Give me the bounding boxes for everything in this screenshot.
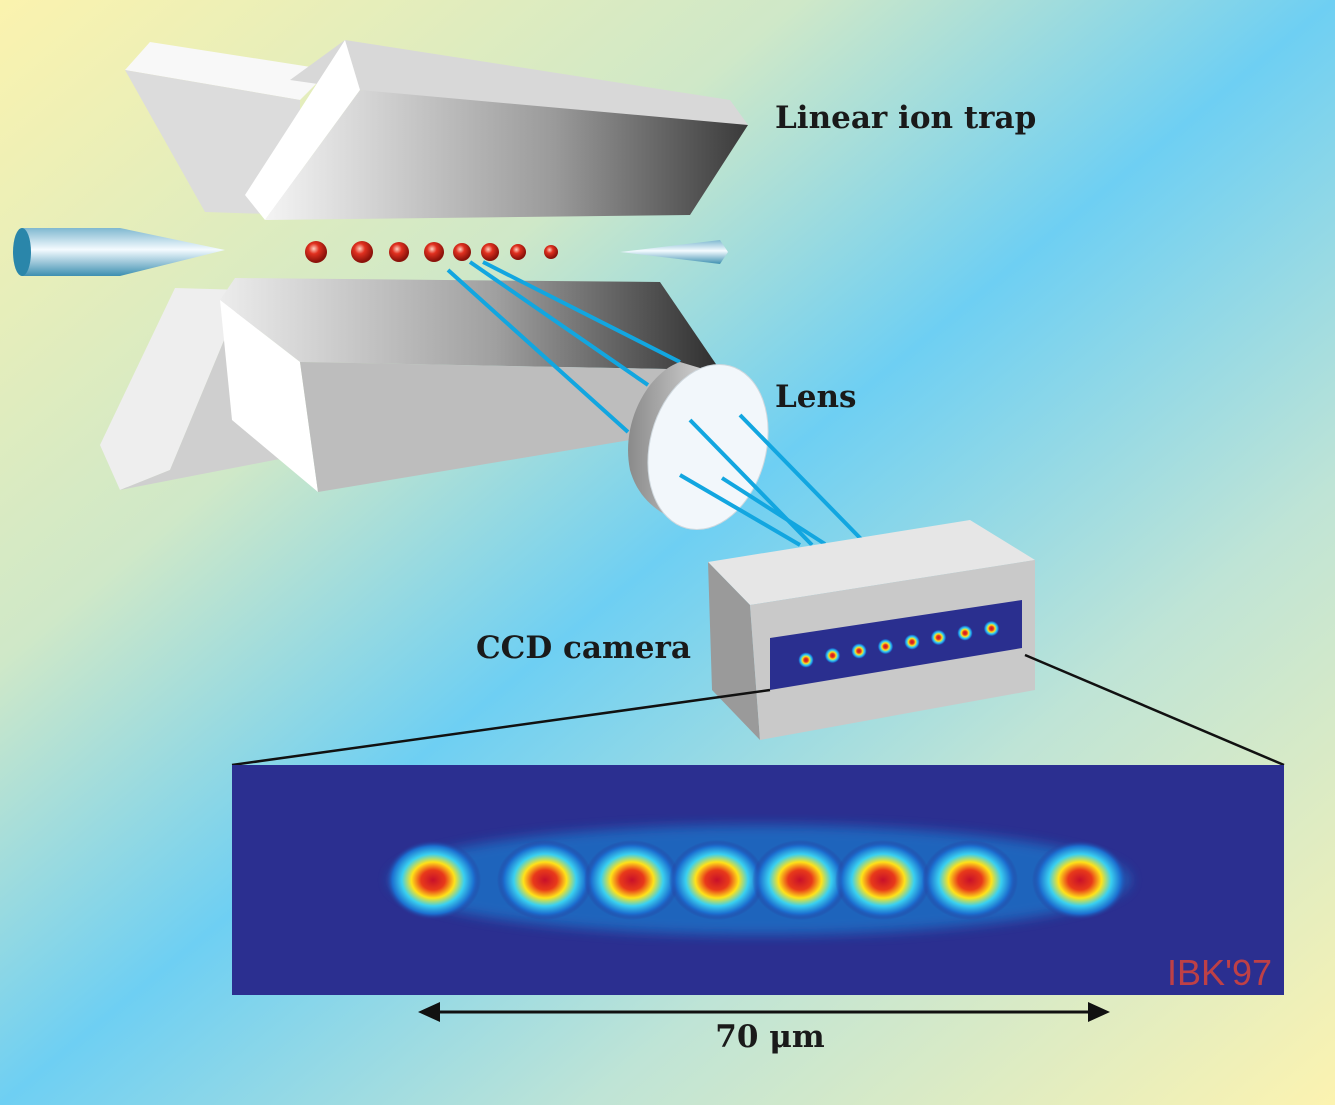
scale-bar <box>418 1002 1110 1022</box>
imaged-ion <box>835 840 931 920</box>
endcap-electrode-right <box>620 240 728 264</box>
fluorescence-beams <box>446 260 681 434</box>
imaged-ion <box>584 840 680 920</box>
label-lens: Lens <box>775 379 857 415</box>
ion <box>305 241 327 263</box>
imaged-ion <box>922 840 1018 920</box>
label-linear-ion-trap: Linear ion trap <box>775 100 1036 136</box>
imaged-ion <box>385 840 481 920</box>
ion <box>424 242 444 262</box>
ccd-spot <box>957 625 973 641</box>
ion <box>351 241 373 263</box>
label-ccd-camera: CCD camera <box>476 630 691 666</box>
trap-rod-upper-front <box>245 40 748 220</box>
ccd-spot <box>983 620 1000 637</box>
ion-chain <box>305 241 558 263</box>
ion <box>453 243 471 261</box>
ion <box>510 244 526 260</box>
ccd-ion-spots <box>798 620 1000 668</box>
imaged-ion <box>1032 840 1128 920</box>
ccd-spot <box>851 643 867 659</box>
ccd-spot <box>904 634 920 650</box>
watermark: IBK'97 <box>1167 952 1272 993</box>
focused-beams <box>678 413 864 547</box>
imaged-ion <box>669 840 765 920</box>
ccd-sensor <box>770 600 1022 690</box>
imaged-ion <box>497 840 593 920</box>
ccd-spot <box>798 652 814 668</box>
ion <box>544 245 558 259</box>
ccd-spot <box>930 629 947 646</box>
imaged-ion-spots <box>385 840 1128 920</box>
ccd-image: IBK'97 <box>232 765 1284 995</box>
ccd-spot <box>877 638 894 655</box>
ion <box>389 242 409 262</box>
label-scale: 70 μm <box>715 1019 825 1055</box>
imaged-ion <box>752 840 848 920</box>
endcap-electrode-left <box>13 228 225 276</box>
ccd-spot <box>824 647 841 664</box>
ion <box>481 243 499 261</box>
